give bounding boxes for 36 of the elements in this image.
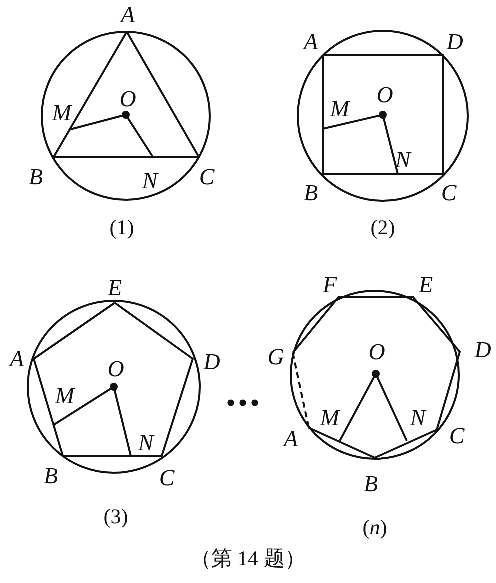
point-label: O [120, 88, 136, 110]
point-label: B [44, 464, 58, 488]
point-label: A [10, 348, 24, 370]
caption: （第 14 题） [190, 548, 306, 570]
point-label: A [304, 30, 318, 54]
point-label: D [204, 350, 220, 374]
point-label: C [441, 182, 457, 204]
point-label: D [474, 338, 492, 362]
point-label: O [368, 340, 386, 364]
point-label: A [284, 428, 298, 450]
point-label: A [120, 4, 136, 26]
figure-number: (2) [370, 218, 396, 238]
point-label: B [304, 182, 318, 204]
point-label: F [322, 274, 338, 296]
point-label: O [108, 358, 124, 380]
point-label: N [142, 170, 158, 192]
point-label: N [138, 432, 154, 454]
point-label: M [52, 102, 72, 124]
point-label: N [395, 148, 411, 172]
point-label: C [199, 166, 215, 188]
point-label: M [55, 384, 75, 408]
point-label: E [108, 276, 122, 300]
point-label: B [364, 472, 378, 496]
figure-number: (n) [362, 518, 388, 538]
point-label: M [320, 406, 340, 430]
point-label: N [410, 406, 426, 430]
point-label: B [28, 166, 44, 188]
point-label: O [376, 84, 394, 106]
point-label: M [330, 98, 350, 120]
point-label: D [446, 30, 464, 54]
point-label: C [449, 424, 465, 448]
point-label: E [418, 274, 434, 296]
figure-number: (3) [104, 506, 128, 528]
point-label: G [268, 346, 284, 368]
figure-number: (1) [110, 218, 134, 238]
point-label: C [159, 466, 175, 490]
